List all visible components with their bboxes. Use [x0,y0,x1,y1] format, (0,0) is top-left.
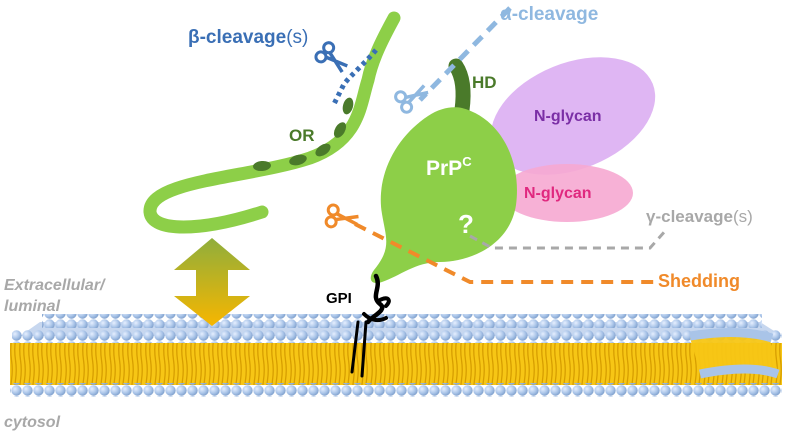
alpha-cleavage-line [418,6,512,102]
lipid-bilayer-membrane [10,314,782,397]
n-glycan-top-label: N-glycan [534,108,602,125]
gpi-anchor [350,273,391,378]
gamma-cleavage-label: γ-cleavage(s) [646,207,753,226]
membrane-curl-heads-top [689,327,774,343]
membrane-curl-heads-bottom [699,364,780,379]
n-terminal-tail [143,11,401,234]
alpha-cleavage-label: α-cleavage [500,4,598,25]
hd-label: HD [472,73,497,92]
membrane-lower-heads [10,383,782,397]
shedding-line [354,222,655,284]
shedding-label: Shedding [658,271,740,291]
gamma-cleavage-line [469,229,668,250]
membrane-curl [690,334,778,372]
cytosol-label: cytosol [4,414,61,431]
beta-cleavage-label: β-cleavage(s) [188,27,308,48]
membrane-back-heads [42,314,762,328]
or-label: OR [289,126,315,145]
octarepeat-segments [253,97,354,172]
extracellular-label-line1: Extracellular/ [4,277,106,294]
n-glycan-bottom [501,164,633,222]
beta-cleavage-line [331,48,378,106]
alpha-scissors-icon [394,84,429,114]
shedding-scissors-icon [324,203,359,229]
membrane-upper-heads [12,330,782,344]
beta-scissors-icon [314,41,348,73]
prpc-globular-domain [370,58,517,284]
n-glycan-bottom-label: N-glycan [524,185,592,202]
unknown-cleavage-question-mark: ? [458,209,474,239]
membrane-proximity-double-arrow [174,238,250,326]
hydrophobic-domain [448,58,471,118]
membrane-lipid-tails [10,343,782,385]
extracellular-label-line2: luminal [4,298,61,315]
gpi-label: GPI [326,290,352,307]
n-glycan-top [490,57,656,175]
prpc-label: PrPC [426,154,472,180]
